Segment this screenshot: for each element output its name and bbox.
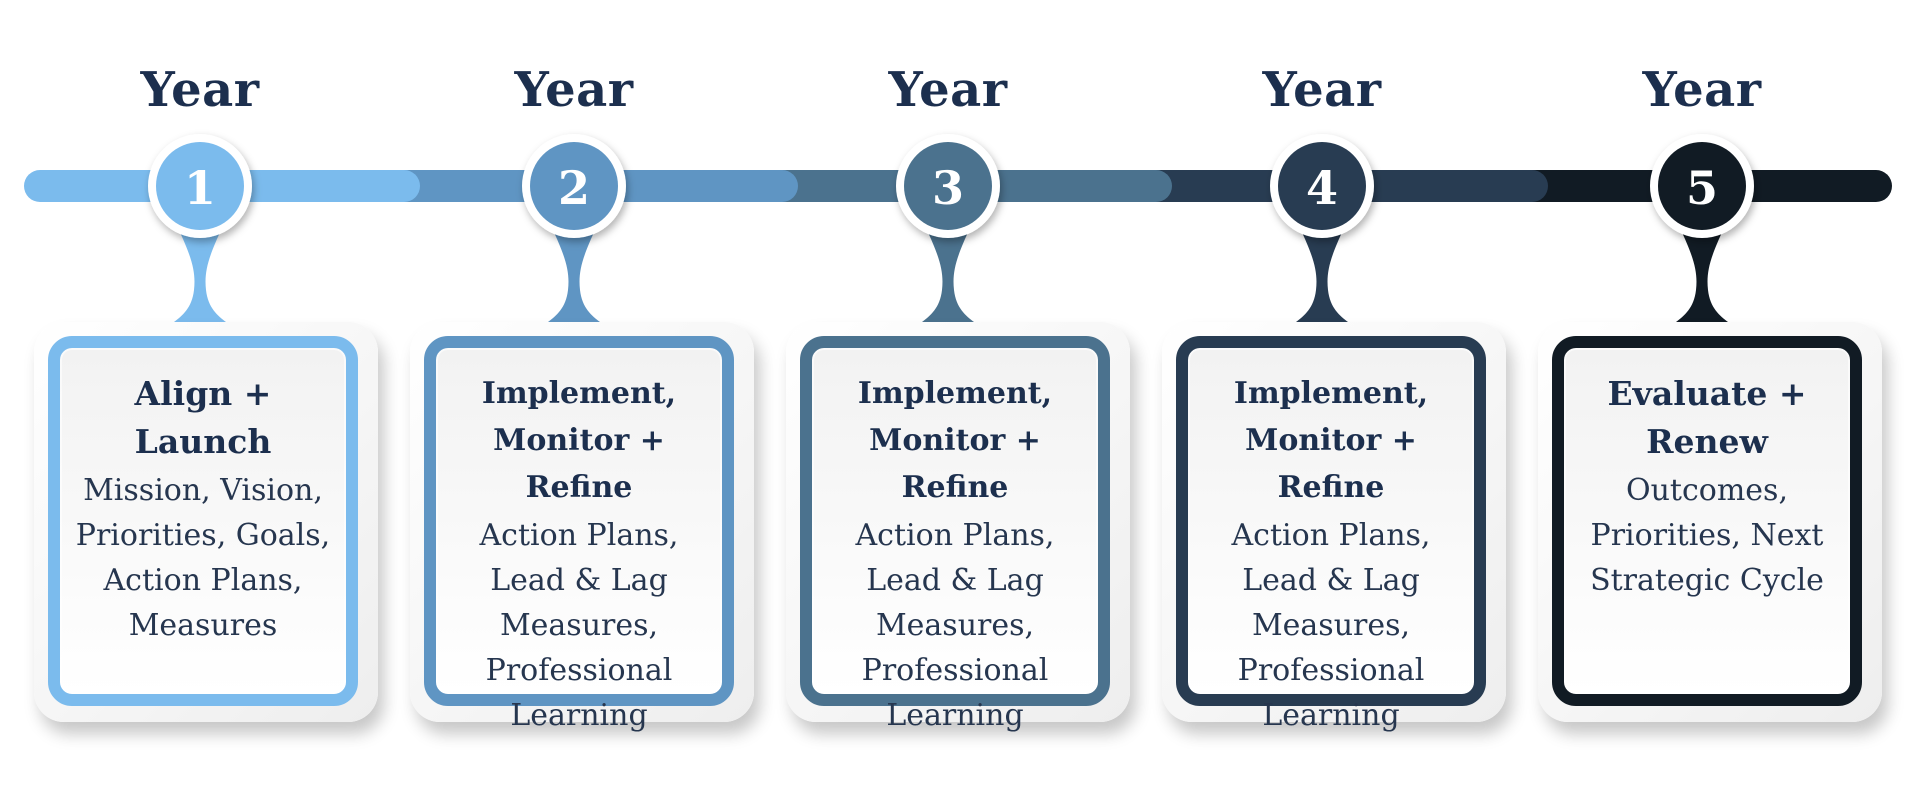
year-label-2: Year	[514, 62, 634, 118]
year-label-3: Year	[888, 62, 1008, 118]
stage-card-1: Align + Launch Mission, Vision, Prioriti…	[48, 336, 358, 706]
stage-title-5: Evaluate + Renew	[1607, 374, 1807, 461]
stage-title-3: Implement, Monitor + Refine	[857, 376, 1053, 505]
connector-stem-3	[922, 228, 974, 322]
year-label-1: Year	[140, 62, 260, 118]
year-circle-4	[1278, 142, 1366, 230]
connector-stem-4	[1296, 228, 1348, 322]
stage-card-4: Implement, Monitor + Refine Action Plans…	[1176, 336, 1486, 733]
year-circle-2	[530, 142, 618, 230]
year-circle-5	[1658, 142, 1746, 230]
stage-title-1: Align + Launch	[134, 374, 272, 461]
stage-description-2: Action Plans, Lead & Lag Measures, Profe…	[479, 518, 679, 733]
year-number-5: 5	[1685, 161, 1718, 215]
stage-description-4: Action Plans, Lead & Lag Measures, Profe…	[1231, 518, 1431, 733]
year-circle-3	[904, 142, 992, 230]
stage-card-2: Implement, Monitor + Refine Action Plans…	[424, 336, 734, 733]
stage-description-3: Action Plans, Lead & Lag Measures, Profe…	[855, 518, 1055, 733]
year-number-2: 2	[557, 161, 590, 215]
year-label-4: Year	[1262, 62, 1382, 118]
stage-card-3: Implement, Monitor + Refine Action Plans…	[800, 336, 1110, 733]
stage-card-5: Evaluate + Renew Outcomes, Priorities, N…	[1552, 336, 1862, 706]
stage-title-4: Implement, Monitor + Refine	[1233, 376, 1429, 505]
year-number-1: 1	[183, 161, 216, 215]
connector-stem-5	[1676, 228, 1728, 322]
connector-stem-1	[174, 228, 226, 322]
year-label-5: Year	[1642, 62, 1762, 118]
stage-description-1: Mission, Vision, Priorities, Goals, Acti…	[75, 473, 331, 643]
stage-title-2: Implement, Monitor + Refine	[481, 376, 677, 505]
stage-description-5: Outcomes, Priorities, Next Strategic Cyc…	[1590, 473, 1824, 598]
year-number-3: 3	[931, 161, 964, 215]
connector-stem-2	[548, 228, 600, 322]
year-circle-1	[156, 142, 244, 230]
year-number-4: 4	[1305, 161, 1338, 215]
